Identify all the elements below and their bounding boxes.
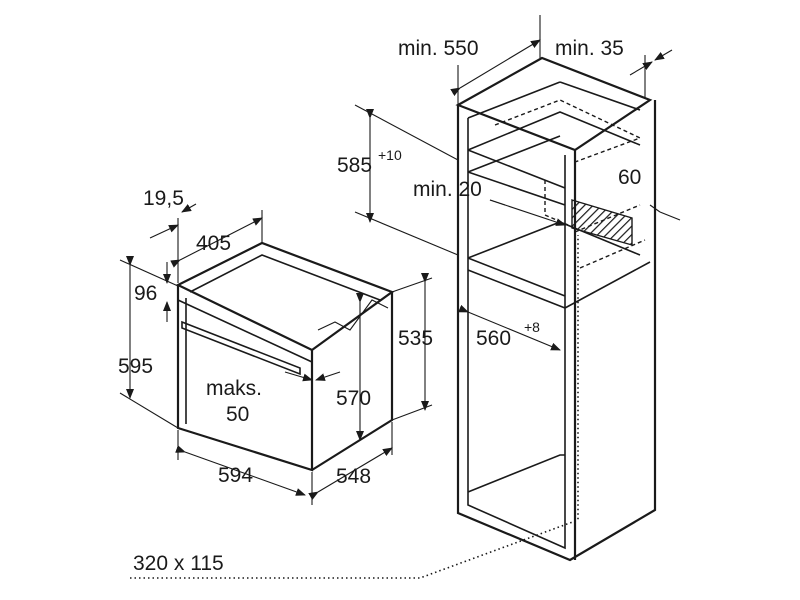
label-405: 405 (196, 232, 231, 255)
dimension-lines (119, 15, 681, 579)
label-maks: maks. (206, 377, 262, 400)
label-50: 50 (226, 403, 249, 426)
cabinet-inner-walls (467, 81, 651, 550)
label-560: 560 (476, 327, 511, 350)
oven-side-notch (317, 299, 389, 331)
vent-hatched-area (571, 199, 633, 246)
label-min-35: min. 35 (555, 37, 624, 60)
label-570: 570 (336, 387, 371, 410)
label-60: 60 (618, 166, 641, 189)
label-535: 535 (398, 327, 433, 350)
label-320x115: 320 x 115 (133, 552, 224, 575)
label-595: 595 (118, 355, 153, 378)
label-min-20: min. 20 (413, 178, 482, 201)
label-585: 585 (337, 154, 372, 177)
label-19-5: 19,5 (143, 187, 184, 210)
label-594: 594 (218, 464, 253, 487)
dimension-labels: min. 550 min. 35 585 +10 min. 20 60 560 … (118, 37, 641, 575)
label-548: 548 (336, 465, 371, 488)
tall-cabinet (455, 56, 657, 562)
cabinet-niche-dashed (494, 99, 646, 520)
label-560-tol: +8 (524, 319, 540, 335)
label-585-tol: +10 (378, 147, 402, 163)
label-min-550: min. 550 (398, 37, 479, 60)
oven-handle (181, 320, 301, 376)
label-96: 96 (134, 282, 157, 305)
